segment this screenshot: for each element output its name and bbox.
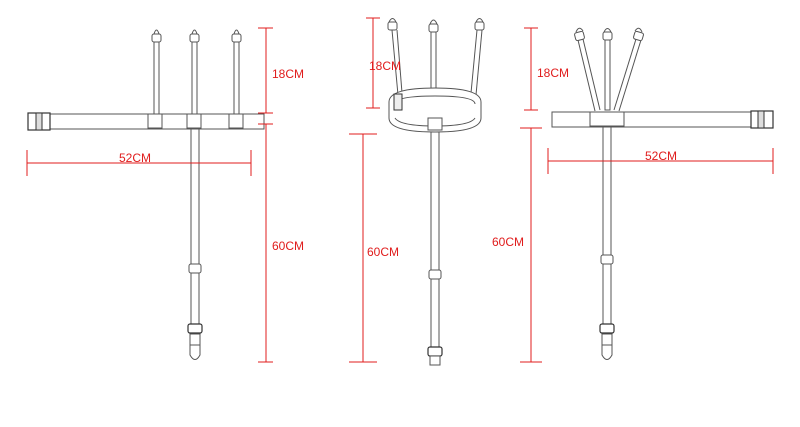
figure-2-loop-belt: 18CM 60CM bbox=[349, 17, 485, 366]
figure-3-drop-length-label: 60CM bbox=[492, 235, 524, 249]
figure-1-top-straps bbox=[151, 29, 242, 117]
figure-2-top-length-label: 18CM bbox=[369, 59, 401, 73]
figure-2-drop-length-label: 60CM bbox=[367, 245, 399, 259]
figure-3-dimensions bbox=[520, 27, 774, 363]
figure-2-top-straps bbox=[387, 18, 485, 96]
figure-3-drop-strap bbox=[599, 126, 615, 360]
figure-1-drop-length-label: 60CM bbox=[272, 239, 304, 253]
figure-2-dimensions bbox=[349, 17, 380, 363]
figure-1-width-label: 52CM bbox=[119, 151, 151, 165]
figure-3-flat-belt-fanned: 18CM 52CM 60CM bbox=[492, 27, 774, 363]
figure-1-flat-belt: 18CM 52CM 60CM bbox=[26, 27, 304, 363]
figure-2-drop-strap bbox=[427, 131, 443, 366]
figure-3-top-straps bbox=[574, 27, 644, 112]
figure-1-drop-strap bbox=[187, 128, 203, 360]
figure-2-waist-loop bbox=[388, 87, 482, 133]
figure-1-waist-belt bbox=[27, 112, 265, 131]
figure-3-waist-belt bbox=[551, 110, 774, 129]
figure-3-top-length-label: 18CM bbox=[537, 66, 569, 80]
figure-1-dimensions bbox=[26, 27, 273, 363]
figure-1-top-length-label: 18CM bbox=[272, 67, 304, 81]
figure-3-width-label: 52CM bbox=[645, 149, 677, 163]
